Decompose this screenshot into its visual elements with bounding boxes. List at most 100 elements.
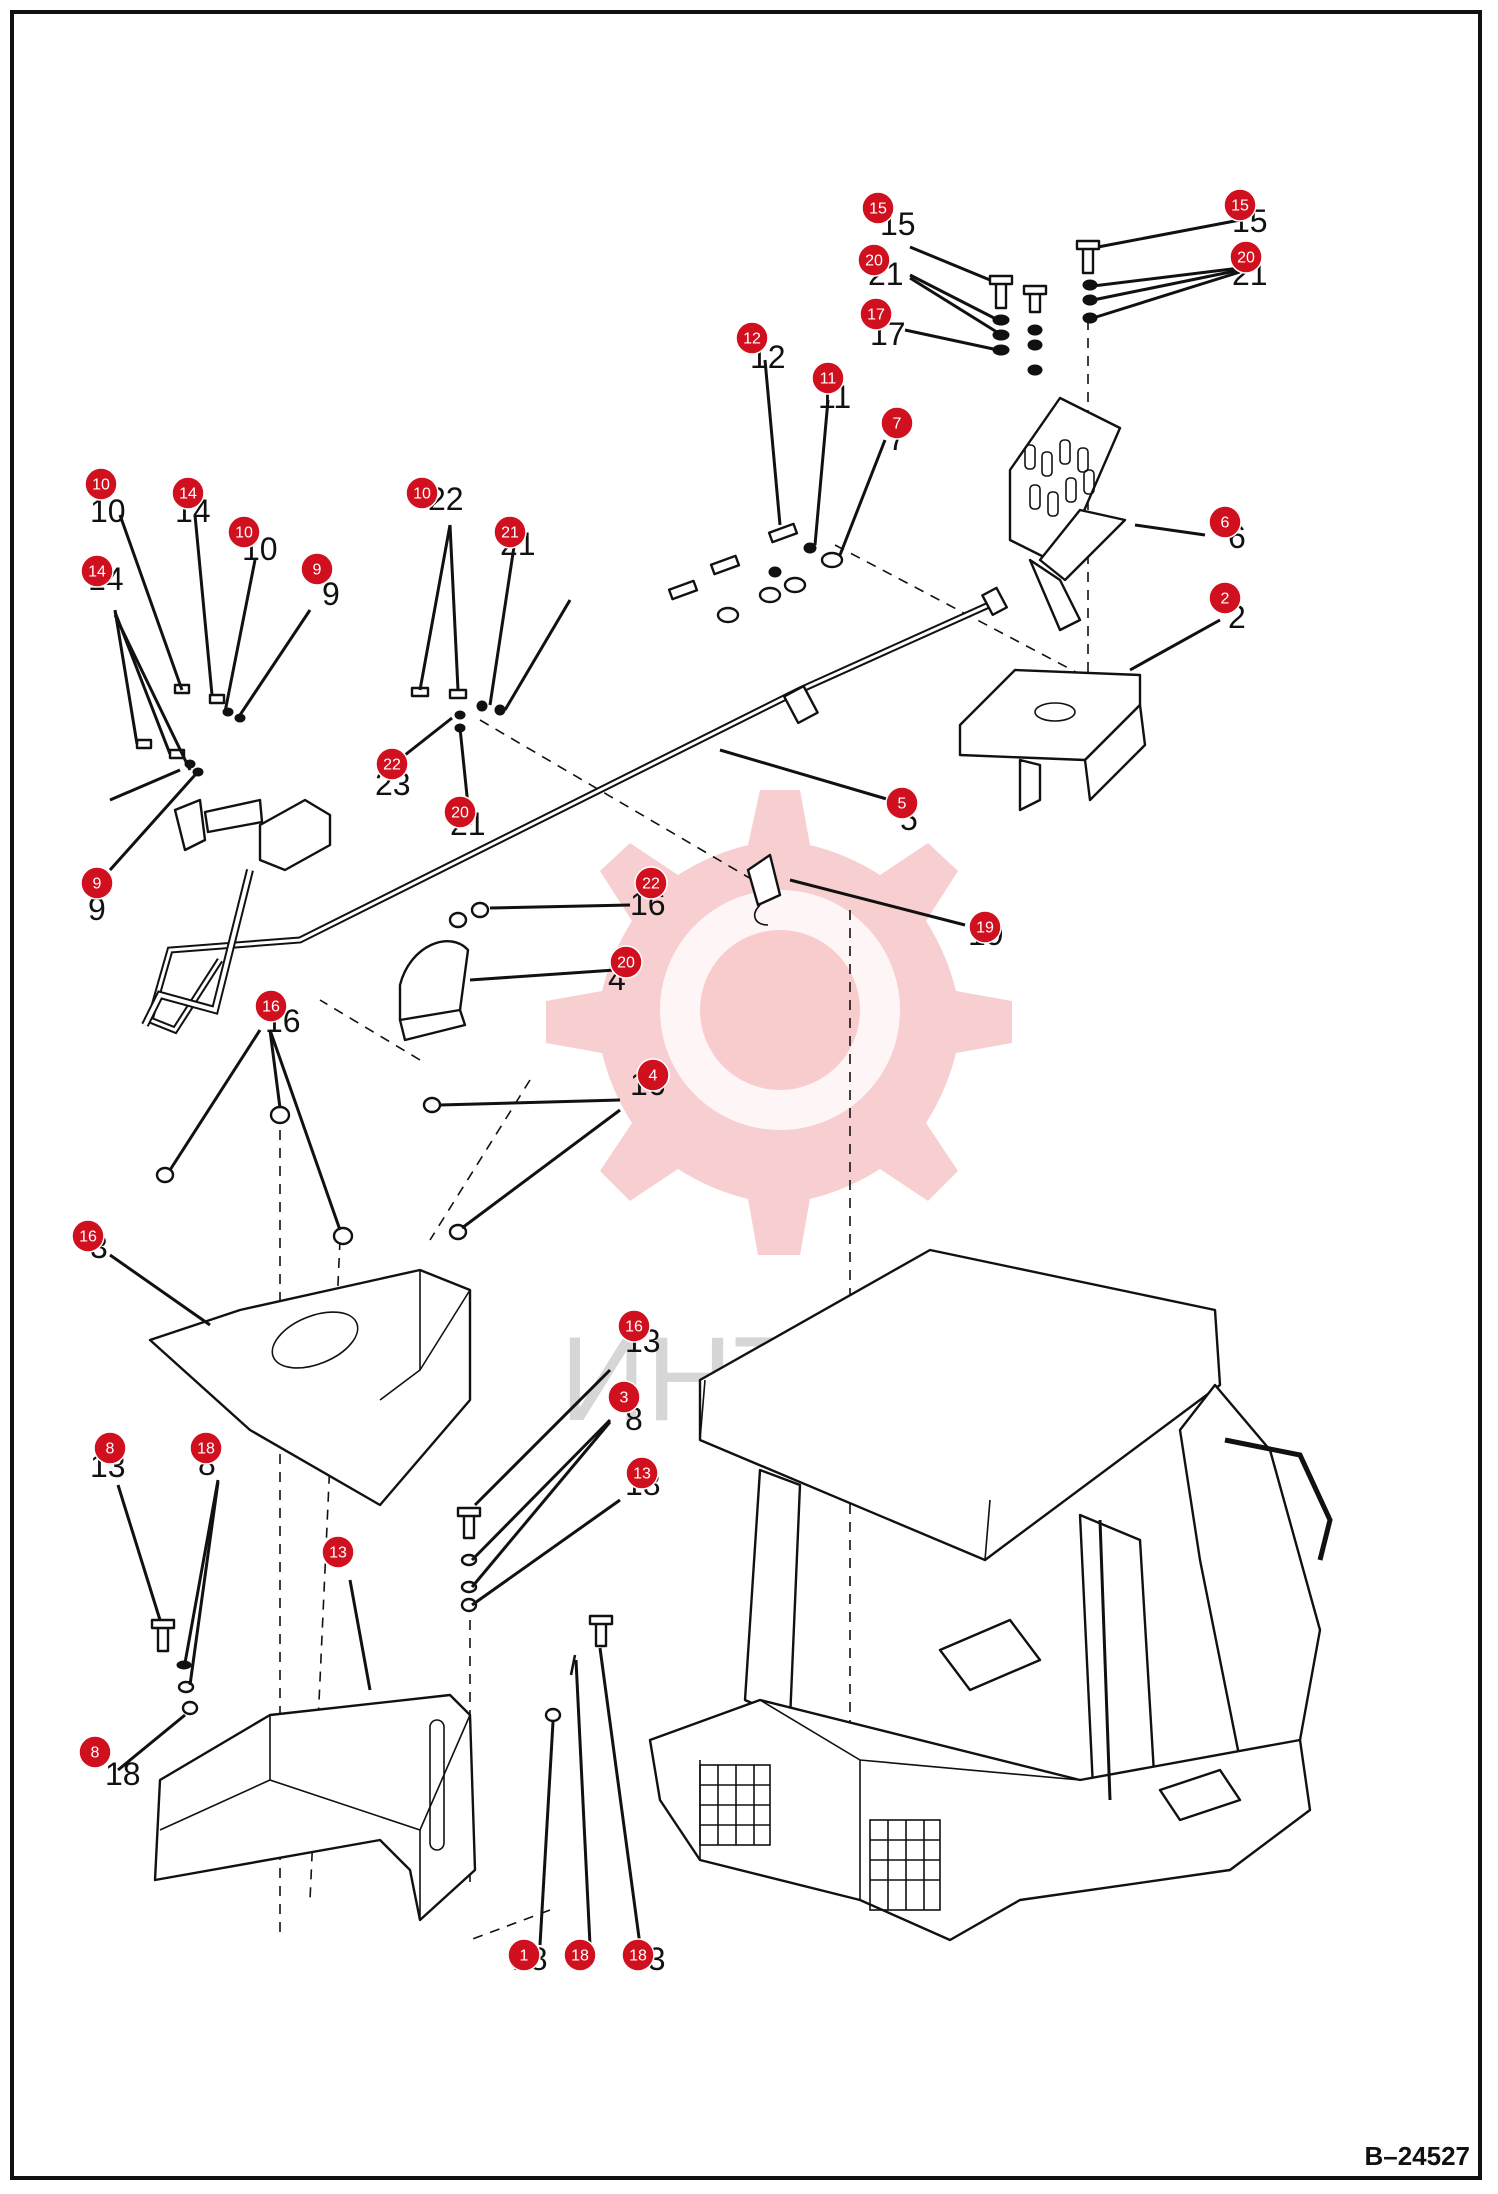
callout-6: 6	[1208, 505, 1242, 539]
callout-2: 2	[1208, 581, 1242, 615]
callout-22: 22	[634, 866, 668, 900]
svg-text:9: 9	[322, 576, 340, 612]
callout-number: 14	[179, 486, 197, 503]
svg-text:18: 18	[105, 1756, 141, 1792]
callout-19: 19	[968, 910, 1002, 944]
callout-number: 15	[1231, 198, 1249, 215]
callout-number: 19	[976, 920, 994, 937]
bolt	[988, 274, 1014, 310]
cable-clamp-bracket	[746, 853, 782, 926]
bolt	[588, 1614, 614, 1648]
callout-number: 7	[893, 416, 902, 433]
callout-number: 22	[383, 757, 401, 774]
drawing-border	[10, 10, 1482, 2180]
callout-number: 5	[898, 796, 907, 813]
callout-number: 10	[413, 486, 431, 503]
callout-18: 18	[563, 1938, 597, 1972]
callout-3: 3	[607, 1380, 641, 1414]
pedal-mount-bracket	[958, 668, 1147, 812]
callout-number: 3	[620, 1390, 629, 1407]
callout-number: 15	[869, 201, 887, 218]
callout-22: 22	[375, 747, 409, 781]
callout-number: 18	[197, 1441, 215, 1458]
callout-16: 16	[617, 1309, 651, 1343]
callout-9: 9	[300, 552, 334, 586]
callout-8: 8	[93, 1431, 127, 1465]
callout-13: 13	[321, 1535, 355, 1569]
accelerator-pedal	[1008, 396, 1127, 632]
callout-15: 15	[1223, 188, 1257, 222]
leader-lines	[108, 218, 1241, 1946]
callout-12: 12	[735, 321, 769, 355]
callout-7: 7	[880, 406, 914, 440]
bolt	[709, 554, 741, 576]
callout-10: 10	[84, 467, 118, 501]
callout-16: 16	[71, 1219, 105, 1253]
callout-10: 10	[405, 476, 439, 510]
control-housing-box	[153, 1693, 477, 1922]
callout-15: 15	[861, 191, 895, 225]
bolt	[150, 1618, 176, 1653]
callout-20: 20	[609, 945, 643, 979]
floor-cover-plate	[148, 1268, 472, 1507]
callout-11: 11	[811, 361, 845, 395]
callout-number: 16	[262, 999, 280, 1016]
callout-8: 8	[78, 1735, 112, 1769]
callout-number: 20	[451, 805, 469, 822]
callout-14: 14	[171, 476, 205, 510]
callout-number: 10	[92, 477, 110, 494]
callout-18: 18	[189, 1431, 223, 1465]
callout-1: 1	[507, 1938, 541, 1972]
svg-text:9: 9	[88, 891, 106, 927]
callout-16: 16	[254, 989, 288, 1023]
hand-throttle-lever	[141, 798, 332, 1027]
callout-number: 1	[520, 1948, 529, 1965]
callout-number: 14	[88, 564, 106, 581]
callout-number: 18	[571, 1948, 589, 1965]
callout-number: 13	[329, 1545, 347, 1562]
callout-number: 11	[820, 371, 837, 388]
callout-14: 14	[80, 554, 114, 588]
callout-number: 20	[617, 955, 635, 972]
callout-number: 8	[91, 1745, 100, 1762]
callout-number: 2	[1221, 591, 1230, 608]
drawing-number: B–24527	[1364, 2141, 1470, 2171]
callout-number: 6	[1221, 515, 1230, 532]
callout-5: 5	[885, 786, 919, 820]
operator-cab-frame	[648, 1248, 1333, 1942]
callout-number: 17	[867, 307, 885, 324]
watermark-logo	[546, 790, 1012, 1255]
bolt	[767, 522, 799, 544]
callout-21: 21	[493, 515, 527, 549]
callout-number: 21	[501, 525, 519, 542]
callout-20: 20	[1229, 240, 1263, 274]
callout-10: 10	[227, 515, 261, 549]
bolt	[667, 579, 699, 601]
throttle-cable	[145, 586, 1009, 1035]
callout-number: 12	[743, 331, 761, 348]
fasteners	[135, 239, 1101, 1723]
callout-20: 20	[443, 795, 477, 829]
cable-plate	[398, 940, 470, 1042]
callout-number: 9	[313, 562, 322, 579]
callout-number: 10	[235, 525, 253, 542]
callout-number: 16	[625, 1319, 643, 1336]
callout-20: 20	[857, 243, 891, 277]
callout-number: 20	[1237, 250, 1255, 267]
callout-number: 4	[649, 1068, 658, 1085]
callout-17: 17	[859, 297, 893, 331]
bolt	[1075, 239, 1101, 275]
callout-number: 18	[629, 1948, 647, 1965]
callout-13: 13	[625, 1456, 659, 1490]
callout-18: 18	[621, 1938, 655, 1972]
bolt	[456, 1506, 482, 1540]
callout-number: 8	[106, 1441, 115, 1458]
callout-9: 9	[80, 866, 114, 900]
callout-number: 9	[93, 876, 102, 893]
callout-number: 16	[79, 1229, 97, 1246]
bolt	[1022, 284, 1048, 314]
callout-number: 13	[633, 1466, 651, 1483]
